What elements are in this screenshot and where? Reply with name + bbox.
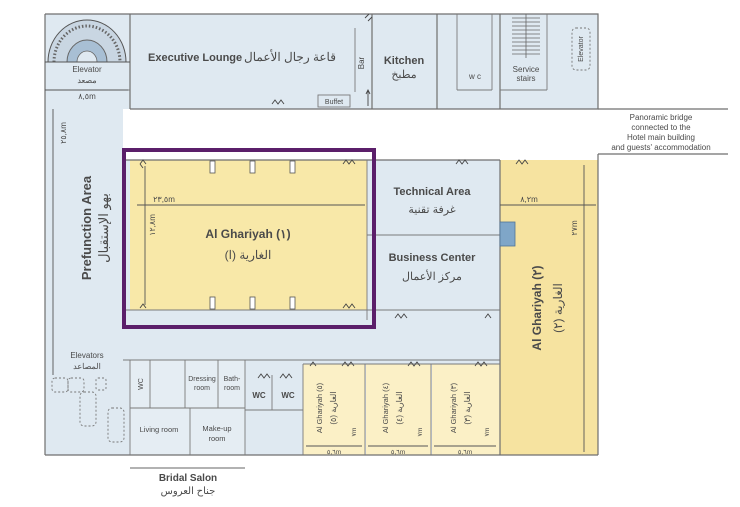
business-ar: مركز الأعمال	[402, 269, 462, 283]
highlight-frame	[122, 148, 376, 329]
ghariyah-5-fill	[303, 364, 365, 455]
ghariyah2-en: Al Ghariyah (٢)	[530, 265, 544, 350]
floor-area	[45, 14, 728, 455]
wc-left-label: WC	[252, 391, 266, 400]
corridor-dim: ٢٥,٨m	[59, 122, 68, 144]
elevators-ar: المصاعد	[73, 362, 101, 371]
technical-box	[499, 221, 516, 247]
ghariyah2-height: ٢٧m	[570, 220, 579, 236]
pillar-symbols	[209, 160, 296, 310]
hall-fills	[130, 160, 598, 455]
panoramic-line2: connected to the	[631, 123, 691, 132]
door-symbols	[139, 13, 529, 379]
panoramic-line3: Hotel main building	[627, 133, 695, 142]
ghariyah4-width: ٥,٦m	[391, 449, 405, 456]
ghariyah1-width: ٢٣,٥m	[153, 195, 175, 204]
ghariyah-4-fill	[366, 364, 431, 455]
dressing-line1: Dressing	[188, 376, 216, 383]
bridal-wc-label: WC	[138, 378, 145, 390]
prefunction-en: Prefunction Area	[79, 175, 94, 280]
ghariyah5-ar: الغارية (٥)	[329, 391, 338, 424]
ghariyah-1-fill	[130, 160, 367, 310]
elevators-icon	[51, 377, 125, 443]
wc-right-label: WC	[281, 391, 295, 400]
living-room-label: Living room	[140, 425, 179, 434]
bridal-salon-ar: جناح العروس	[161, 486, 216, 497]
ghariyah1-ar: الغارية (ا)	[225, 248, 272, 262]
ghariyah3-height: ٧m	[484, 428, 491, 437]
bath-line1: Bath-	[224, 376, 241, 383]
ghariyah-3-fill	[432, 364, 500, 455]
bath-line2: room	[224, 385, 240, 392]
elevator-box-icon	[571, 27, 591, 71]
ghariyah5-height: ٧m	[351, 428, 358, 437]
elevator-left-ar: مصعد	[77, 76, 96, 85]
bar-label: Bar	[357, 56, 366, 69]
business-en: Business Center	[389, 252, 477, 264]
elevators-en: Elevators	[70, 351, 103, 360]
ghariyah3-width: ٥,٦m	[458, 449, 472, 456]
ghariyah4-height: ٧m	[417, 428, 424, 437]
technical-en: Technical Area	[393, 186, 471, 198]
dressing-line2: room	[194, 385, 210, 392]
makeup-line1: Make-up	[202, 424, 231, 433]
ghariyah4-en: Al Ghariyah (٤)	[381, 382, 390, 433]
technical-ar: غرفة تقنية	[408, 204, 455, 216]
ghariyah1-height: ١٢,٨m	[148, 214, 157, 236]
kitchen-ar: مطبخ	[391, 69, 416, 81]
panoramic-line1: Panoramic bridge	[630, 113, 693, 122]
executive-lounge-en: Executive Lounge	[148, 52, 242, 64]
bridal-salon-en: Bridal Salon	[159, 473, 217, 484]
ghariyah5-width: ٥,٦m	[327, 449, 341, 456]
ghariyah4-ar: الغارية (٤)	[395, 391, 404, 424]
elevator-right-label: Elevator	[578, 35, 585, 61]
executive-lounge-ar: قاعة رجال الأعمال	[244, 49, 336, 64]
ghariyah3-en: Al Ghariyah (٣)	[449, 382, 458, 433]
ghariyah2-ar: الغارية (٢)	[551, 283, 565, 333]
ghariyah3-ar: الغارية (٣)	[463, 391, 472, 424]
dimension-lines	[45, 89, 596, 452]
service-stairs-line2: stairs	[516, 74, 535, 83]
elevator-left-en: Elevator	[72, 65, 102, 74]
ghariyah2-width: ٨,٢m	[520, 195, 538, 204]
buffet-label: Buffet	[325, 99, 343, 106]
makeup-line2: room	[208, 434, 225, 443]
prefunction-ar: بهو الإستقبال	[96, 193, 112, 263]
ghariyah-2-fill	[500, 160, 598, 455]
panoramic-line4: and guests' accommodation	[611, 143, 710, 152]
ghariyah1-en: Al Ghariyah (١)	[205, 227, 290, 241]
elevator-shaft-icon	[45, 19, 130, 63]
wc-top-label: w c	[468, 72, 481, 81]
kitchen-en: Kitchen	[384, 55, 425, 67]
ghariyah5-en: Al Ghariyah (٥)	[315, 382, 324, 433]
stairs-icon	[512, 14, 540, 58]
elevator-dim: ٨,٥m	[78, 92, 96, 101]
service-stairs-line1: Service	[513, 65, 540, 74]
